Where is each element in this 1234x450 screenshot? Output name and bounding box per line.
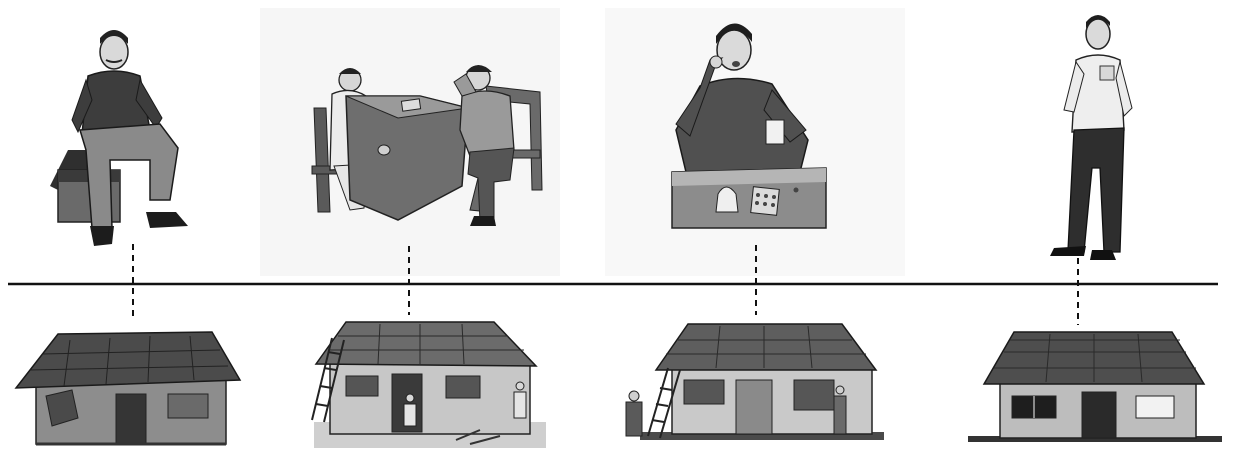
house-roof-repair-icon: [626, 324, 884, 440]
house-under-repair-icon: [312, 322, 546, 448]
counseling-meeting-icon: [312, 65, 542, 226]
man-taking-medicine-icon: [672, 23, 826, 228]
dilapidated-house-icon: [16, 332, 240, 444]
seated-man-icon: [50, 30, 188, 246]
standing-man-icon: [1050, 15, 1132, 260]
restored-house-icon: [968, 332, 1222, 442]
